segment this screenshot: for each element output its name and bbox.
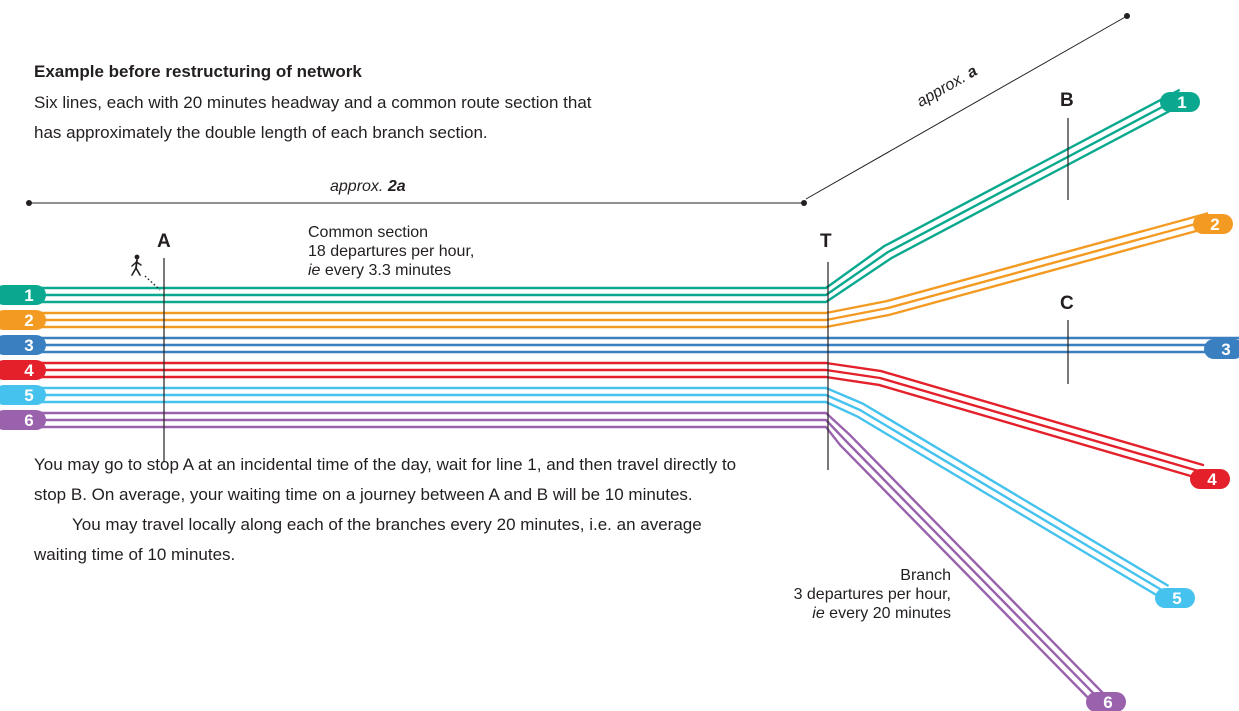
stop-t-label: T bbox=[820, 231, 832, 252]
line-3-badge-left: 3 bbox=[0, 335, 46, 355]
route-track bbox=[12, 225, 1213, 329]
branch-section-ie: ie bbox=[812, 605, 825, 622]
line-4-badge-left: 4 bbox=[0, 360, 46, 380]
common-section-headway: ie every 3.3 minutes bbox=[308, 261, 474, 280]
route-track bbox=[12, 361, 1205, 467]
route-line-2 bbox=[12, 212, 1213, 329]
line-6-badge-right: 6 bbox=[1086, 692, 1126, 711]
common-section-title: Common section bbox=[308, 224, 429, 241]
branch-section-headway: ie every 20 minutes bbox=[794, 604, 951, 623]
measure-a-line bbox=[805, 13, 1130, 200]
route-track bbox=[12, 218, 1211, 322]
walking-person-icon bbox=[131, 254, 142, 276]
route-track bbox=[12, 418, 1101, 701]
common-section-headway-text: every 3.3 minutes bbox=[320, 262, 452, 279]
branch-section-headway-text: every 20 minutes bbox=[824, 605, 951, 622]
stop-a-label: A bbox=[157, 231, 171, 252]
stop-c-label: C bbox=[1060, 293, 1074, 314]
intro-line-2: has approximately the double length of e… bbox=[34, 123, 488, 142]
route-track bbox=[12, 88, 1181, 290]
svg-text:6: 6 bbox=[1103, 693, 1112, 711]
route-track bbox=[12, 212, 1209, 315]
walk-path bbox=[144, 275, 161, 291]
line-2-badge-right: 2 bbox=[1193, 214, 1233, 234]
svg-text:1: 1 bbox=[1177, 93, 1186, 112]
route-track bbox=[12, 393, 1166, 594]
intro-text: Six lines, each with 20 minutes headway … bbox=[34, 88, 734, 148]
route-lines bbox=[12, 88, 1239, 706]
line-1-badge-left: 1 bbox=[0, 285, 46, 305]
branch-section-frequency: 3 departures per hour, bbox=[793, 586, 951, 603]
explanation-text: You may go to stop A at an incidental ti… bbox=[34, 450, 754, 570]
svg-text:4: 4 bbox=[24, 361, 34, 380]
route-track bbox=[12, 368, 1203, 474]
svg-text:2: 2 bbox=[24, 311, 33, 330]
svg-text:3: 3 bbox=[1221, 340, 1230, 359]
route-track bbox=[12, 94, 1184, 297]
route-track bbox=[12, 386, 1170, 588]
common-section-ie: ie bbox=[308, 262, 321, 279]
svg-text:1: 1 bbox=[24, 286, 33, 305]
branch-section-title: Branch bbox=[900, 567, 951, 584]
svg-text:3: 3 bbox=[24, 336, 33, 355]
explanation-paragraph-2: You may travel locally along each of the… bbox=[34, 515, 702, 564]
measure-2a-prefix: approx. bbox=[330, 178, 388, 195]
route-track bbox=[12, 411, 1106, 696]
route-track bbox=[12, 400, 1163, 600]
svg-text:6: 6 bbox=[24, 411, 33, 430]
measure-2a-value: 2a bbox=[387, 178, 406, 195]
common-section-frequency: 18 departures per hour, bbox=[308, 243, 475, 260]
svg-text:2: 2 bbox=[1210, 215, 1219, 234]
intro-line-1: Six lines, each with 20 minutes headway … bbox=[34, 93, 592, 112]
measure-2a-line bbox=[26, 200, 807, 206]
stop-b-label: B bbox=[1060, 90, 1074, 111]
line-1-badge-right: 1 bbox=[1160, 92, 1200, 112]
line-4-badge-right: 4 bbox=[1190, 469, 1230, 489]
route-track bbox=[12, 425, 1096, 706]
route-line-1 bbox=[12, 88, 1187, 304]
route-line-3 bbox=[12, 336, 1239, 354]
line-badges: 1 1 2 2 3 3 4 4 5 5 6 6 bbox=[0, 92, 1239, 711]
common-section-label: Common section 18 departures per hour, i… bbox=[308, 223, 474, 280]
branch-section-label: Branch 3 departures per hour, ie every 2… bbox=[794, 566, 951, 623]
diagram-heading: Example before restructuring of network bbox=[34, 62, 362, 81]
measure-2a-label: approx. 2a bbox=[330, 178, 406, 196]
route-track bbox=[12, 101, 1187, 304]
explanation-paragraph-1: You may go to stop A at an incidental ti… bbox=[34, 455, 737, 504]
svg-text:4: 4 bbox=[1207, 470, 1217, 489]
route-line-5 bbox=[12, 386, 1170, 600]
route-track bbox=[12, 375, 1201, 480]
route-line-4 bbox=[12, 361, 1205, 480]
line-5-badge-left: 5 bbox=[0, 385, 46, 405]
svg-text:5: 5 bbox=[1172, 589, 1181, 608]
line-5-badge-right: 5 bbox=[1155, 588, 1195, 608]
line-2-badge-left: 2 bbox=[0, 310, 46, 330]
line-3-badge-right: 3 bbox=[1204, 339, 1239, 359]
svg-text:5: 5 bbox=[24, 386, 33, 405]
line-6-badge-left: 6 bbox=[0, 410, 46, 430]
route-line-6 bbox=[12, 411, 1106, 706]
